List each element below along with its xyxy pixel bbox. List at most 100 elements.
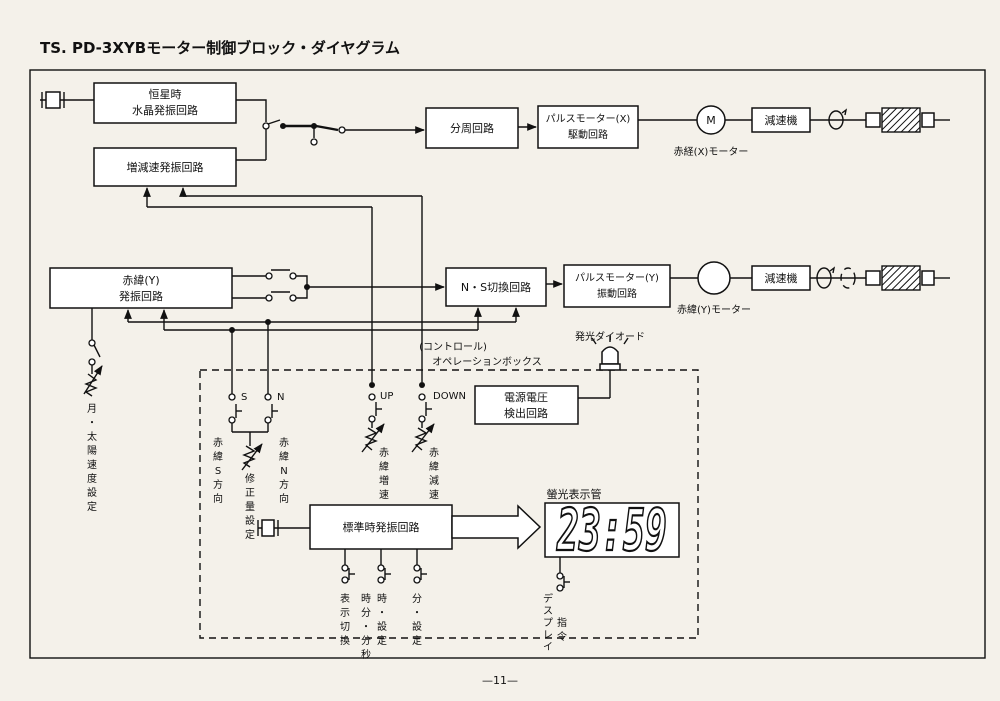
moon-sun-speed-switch xyxy=(83,308,103,397)
hm-ms-char-4: 秒 xyxy=(361,648,371,661)
voltage-label-2: 検出回路 xyxy=(504,406,548,420)
moon-sun-char-7: 定 xyxy=(87,500,97,513)
dec-n-char-3: 方 xyxy=(279,478,289,491)
variable-osc-label: 増減速発振回路 xyxy=(127,160,204,174)
sw-s xyxy=(228,393,242,432)
min-set-char-3: 定 xyxy=(412,634,422,647)
dec-s-char-2: S xyxy=(215,466,221,477)
moon-sun-char-1: ・ xyxy=(87,418,97,429)
sw-up-label: UP xyxy=(380,391,393,402)
moon-sun-char-2: 太 xyxy=(87,430,97,443)
min-set-char-0: 分 xyxy=(412,593,422,605)
sw-n-label: N xyxy=(277,392,284,403)
display-switch-char-3: 換 xyxy=(340,635,350,647)
crystal-osc-label-1: 恒星時 xyxy=(149,88,182,101)
moon-sun-char-6: 設 xyxy=(87,486,97,499)
reducer-x-block xyxy=(751,107,811,133)
hour-set-char-3: 定 xyxy=(377,634,387,647)
display-cmd-char-4: イ xyxy=(543,642,553,653)
correction-char-3: 設 xyxy=(245,514,255,527)
correction-variable-resistor xyxy=(241,443,263,471)
hm-ms-char-0: 時 xyxy=(361,593,371,605)
display-command-button xyxy=(556,557,570,592)
reducer-x-label: 減速機 xyxy=(765,113,798,127)
reducer-y-label: 減速機 xyxy=(765,271,798,285)
divider-label: 分周回路 xyxy=(450,122,494,135)
hm-ms-button xyxy=(377,549,391,584)
display-cmd-char-6: 令 xyxy=(557,630,567,643)
dec-s-char-4: 向 xyxy=(213,492,223,505)
dec-osc-label-1: 赤緯(Y) xyxy=(122,273,159,287)
dec-n-char-2: N xyxy=(280,466,287,477)
display-cmd-char-3: レ xyxy=(543,630,553,641)
control-box-label-2: オペレーションボックス xyxy=(432,356,542,368)
dec-down-char-0: 赤 xyxy=(429,447,439,459)
motor-y-label: 赤緯(Y)モーター xyxy=(677,303,751,316)
reducer-y-block xyxy=(751,265,811,291)
sw-n xyxy=(264,393,278,432)
dec-s-char-3: 方 xyxy=(213,478,223,491)
display-switch-char-2: 切 xyxy=(340,621,350,633)
minute-set-button xyxy=(413,549,427,584)
hm-ms-char-3: 分 xyxy=(361,635,371,647)
correction-char-1: 正 xyxy=(245,488,255,499)
display-switch-char-1: 示 xyxy=(340,608,350,619)
display-cmd-char-1: ス xyxy=(543,606,553,617)
dec-up-char-0: 赤 xyxy=(379,447,389,459)
control-box-label-1: (コントロール) xyxy=(419,342,487,353)
fluor-tube-label: 螢光表示管 xyxy=(547,487,602,501)
dec-up-char-2: 増 xyxy=(379,474,389,487)
dec-n-char-1: 緯 xyxy=(279,450,289,463)
pulse-x-label-2: 駆動回路 xyxy=(568,128,608,141)
display-cmd-char-0: デ xyxy=(543,592,553,605)
hm-ms-char-2: ・ xyxy=(361,622,371,633)
sw-s-label: S xyxy=(241,392,247,403)
dec-n-char-0: 赤 xyxy=(279,437,289,449)
correction-char-4: 定 xyxy=(245,528,255,541)
pulse-x-label-1: パルスモーター(X) xyxy=(546,113,631,125)
hm-ms-char-1: 分 xyxy=(361,607,371,619)
page-frame xyxy=(29,69,986,659)
dec-n-char-4: 向 xyxy=(279,492,289,505)
pulse-y-driver-block xyxy=(563,264,671,308)
min-set-char-1: ・ xyxy=(412,608,422,619)
moon-sun-char-4: 速 xyxy=(87,459,97,471)
sw-down xyxy=(411,393,435,453)
page-number: —11— xyxy=(482,674,518,687)
correction-char-0: 修 xyxy=(245,472,255,485)
rotation-y-icon xyxy=(816,266,856,289)
pulse-y-label-1: パルスモーター(Y) xyxy=(575,272,659,284)
display-cmd-char-5: 指 xyxy=(557,616,567,629)
output-arrow xyxy=(451,504,542,550)
motor-x-label: 赤経(X)モーター xyxy=(674,145,749,158)
ns-switch-label: N・S切換回路 xyxy=(461,281,531,294)
fluorescent-display xyxy=(544,502,680,558)
dec-up-char-1: 緯 xyxy=(379,460,389,473)
moon-sun-char-0: 月 xyxy=(87,403,97,415)
dec-s-char-0: 赤 xyxy=(213,437,223,449)
moon-sun-char-5: 度 xyxy=(87,472,97,485)
pulse-x-driver-block xyxy=(537,105,639,149)
crystal-osc-label-2: 水晶発振回路 xyxy=(132,103,198,117)
hour-set-char-0: 時 xyxy=(377,593,387,605)
sw-up xyxy=(361,393,385,453)
ns-direction-switches xyxy=(232,269,445,302)
crystal-icon-2 xyxy=(257,519,310,537)
operation-box-frame xyxy=(199,369,699,639)
correction-char-2: 量 xyxy=(245,501,255,513)
voltage-label-1: 電源電圧 xyxy=(504,390,548,404)
voltage-detector-block xyxy=(474,385,579,425)
dec-down-char-2: 減 xyxy=(429,474,439,487)
crystal-oscillator-block xyxy=(93,82,237,124)
standard-time-osc-label: 標準時発振回路 xyxy=(343,520,420,534)
ns-switch-block xyxy=(445,267,547,307)
hour-set-char-2: 設 xyxy=(377,620,387,633)
display-cmd-char-2: プ xyxy=(543,617,553,629)
divider-circuit-block xyxy=(425,107,519,149)
dec-osc-label-2: 発振回路 xyxy=(119,289,163,303)
xtal-selector-switch xyxy=(236,99,425,161)
motor-x-symbol: M xyxy=(706,114,716,127)
page-title: TS. PD-3XYBモーター制御ブロック・ダイヤグラム xyxy=(40,39,400,57)
rotation-x-icon xyxy=(828,108,848,130)
